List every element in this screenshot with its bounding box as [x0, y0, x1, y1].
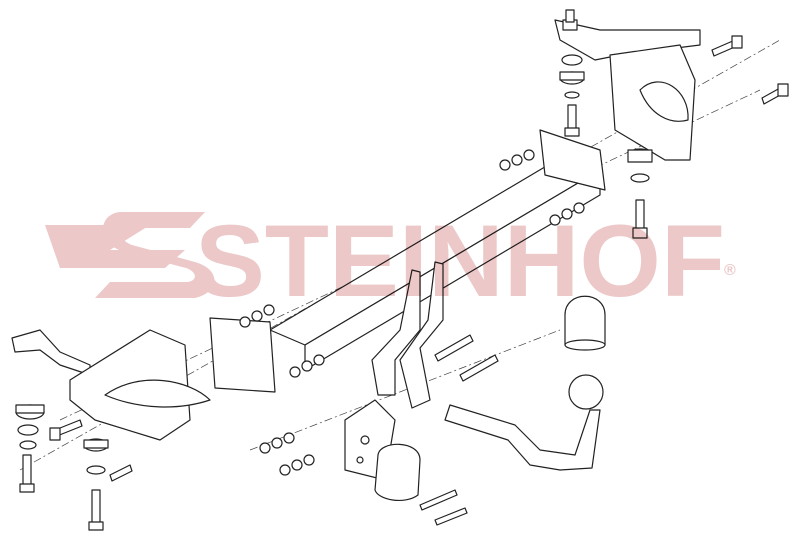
left-bracket-cutout	[104, 379, 211, 408]
tow-arm	[444, 404, 601, 471]
left-bracket-arm	[11, 329, 91, 376]
neck-bracket-left	[371, 269, 421, 396]
registered-mark: ®	[724, 262, 736, 279]
electrical-socket	[344, 399, 421, 502]
left-mounting-bracket	[11, 329, 211, 441]
steinhof-logo: STEINHOF ®	[45, 204, 736, 318]
socket-plate-hole	[360, 435, 370, 445]
socket-plate-hole	[356, 456, 364, 464]
right-bracket-plate	[609, 44, 696, 161]
fasteners	[15, 9, 789, 531]
cross-beam	[209, 129, 606, 393]
beam-nuts	[239, 149, 585, 378]
tow-ball	[568, 374, 604, 410]
neck-bolts	[434, 334, 499, 382]
left-fastener-stack	[15, 404, 133, 531]
neck-bracket-right	[399, 261, 444, 409]
tow-ball-arm	[444, 295, 606, 471]
right-fastener-stack	[559, 9, 789, 239]
right-bracket-cutout	[639, 81, 689, 122]
ball-cover-rim	[564, 339, 606, 351]
right-mounting-bracket	[554, 19, 701, 161]
neck-brackets	[371, 261, 444, 409]
logo-text: STEINHOF	[195, 204, 725, 318]
logo-s-mark	[95, 212, 215, 298]
socket-fasteners	[259, 432, 468, 526]
socket-body	[374, 443, 421, 502]
ball-cover-cap	[564, 295, 606, 346]
right-end-plate	[539, 129, 606, 191]
left-end-plate	[209, 317, 276, 393]
